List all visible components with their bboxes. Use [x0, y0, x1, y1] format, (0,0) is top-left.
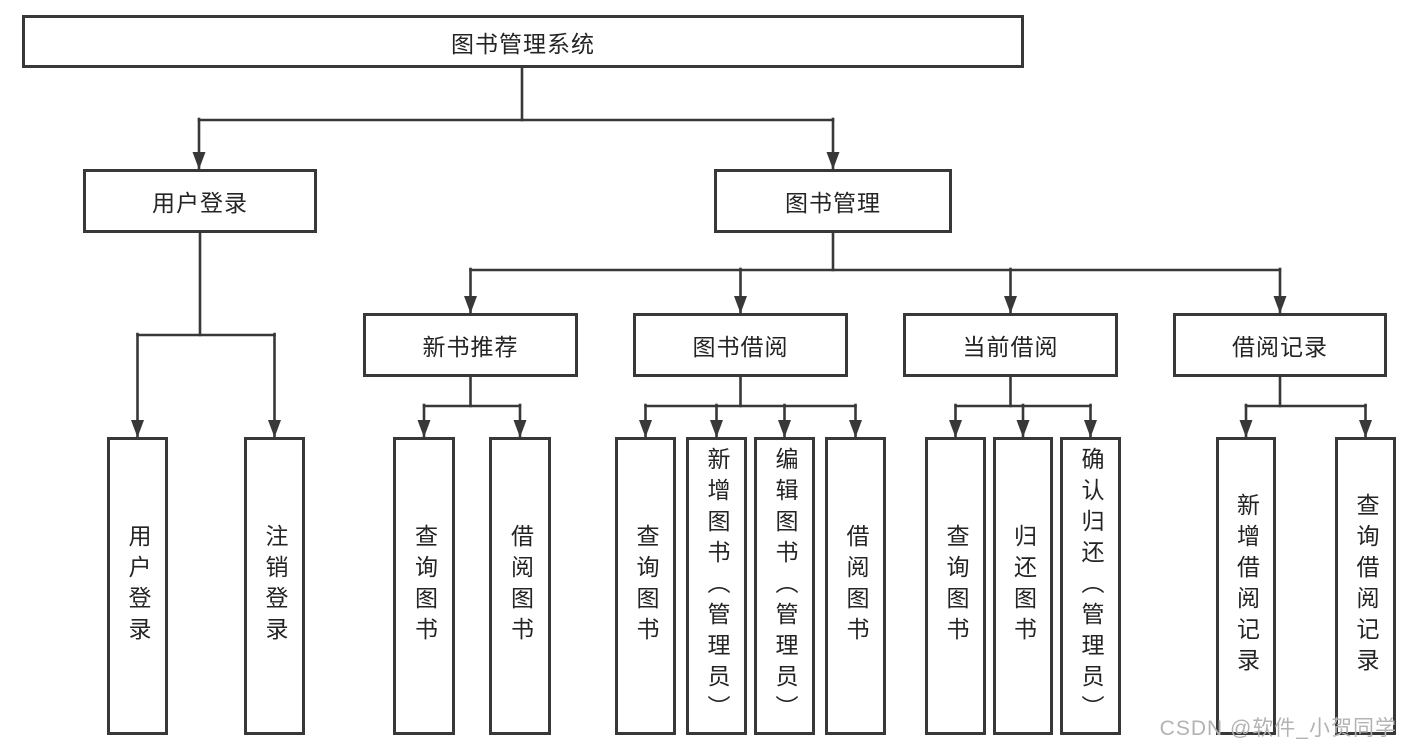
connector-new-books-children [417, 375, 527, 439]
watermark: CSDN @软件_小贺同学 [1159, 717, 1397, 740]
leaf-add-books-admin: 新增图书（管理员） [686, 437, 747, 735]
connector-current-borrow-children [949, 375, 1097, 439]
leaf-logout: 注销登录 [244, 437, 305, 735]
leaf-label: 编辑图书（管理员） [772, 446, 798, 726]
leaf-label: 查询图书 [633, 524, 659, 648]
leaf-borrow-books-1: 借阅图书 [489, 437, 551, 735]
connector-book-borrow-children [639, 375, 862, 439]
leaf-return-books: 归还图书 [993, 437, 1053, 735]
leaf-label: 用户登录 [125, 524, 151, 648]
leaf-confirm-return-admin: 确认归还（管理员） [1060, 437, 1121, 735]
leaf-label: 查询图书 [411, 524, 438, 648]
leaf-query-books-1: 查询图书 [393, 437, 455, 735]
node-root: 图书管理系统 [22, 15, 1024, 68]
node-user-login-label: 用户登录 [152, 190, 248, 216]
node-module-book-borrow: 图书借阅 [633, 313, 848, 377]
leaf-label: 借阅图书 [843, 524, 869, 648]
node-module-new-books: 新书推荐 [363, 313, 578, 377]
leaf-edit-books-admin: 编辑图书（管理员） [754, 437, 815, 735]
connector-book-mgmt-children [464, 231, 1287, 315]
leaf-label: 新增图书（管理员） [704, 446, 730, 726]
node-module-label: 借阅记录 [1232, 334, 1328, 360]
node-book-mgmt-label: 图书管理 [785, 190, 881, 216]
leaf-label: 确认归还（管理员） [1078, 446, 1104, 726]
node-module-label: 新书推荐 [422, 334, 519, 360]
leaf-label: 查询图书 [943, 524, 969, 648]
leaf-query-borrow-record: 查询借阅记录 [1335, 437, 1396, 735]
node-module-label: 当前借阅 [962, 334, 1059, 360]
leaf-label: 查询借阅记录 [1353, 493, 1379, 679]
leaf-query-books-3: 查询图书 [925, 437, 986, 735]
node-book-mgmt: 图书管理 [714, 169, 952, 233]
node-root-label: 图书管理系统 [451, 30, 595, 57]
leaf-add-borrow-record: 新增借阅记录 [1216, 437, 1276, 735]
leaf-query-books-2: 查询图书 [615, 437, 676, 735]
leaf-label: 借阅图书 [507, 524, 534, 648]
node-module-label: 图书借阅 [692, 334, 789, 360]
leaf-label: 归还图书 [1010, 524, 1037, 648]
leaf-label: 注销登录 [262, 524, 288, 648]
connector-root-to-level1 [192, 66, 840, 171]
connector-user-login-children [131, 231, 281, 439]
node-user-login: 用户登录 [83, 169, 317, 233]
leaf-borrow-books-2: 借阅图书 [825, 437, 886, 735]
node-module-current-borrow: 当前借阅 [903, 313, 1118, 377]
leaf-label: 新增借阅记录 [1233, 493, 1260, 679]
connector-borrow-records-children [1239, 375, 1372, 439]
node-module-borrow-records: 借阅记录 [1173, 313, 1387, 377]
leaf-user-login: 用户登录 [107, 437, 168, 735]
